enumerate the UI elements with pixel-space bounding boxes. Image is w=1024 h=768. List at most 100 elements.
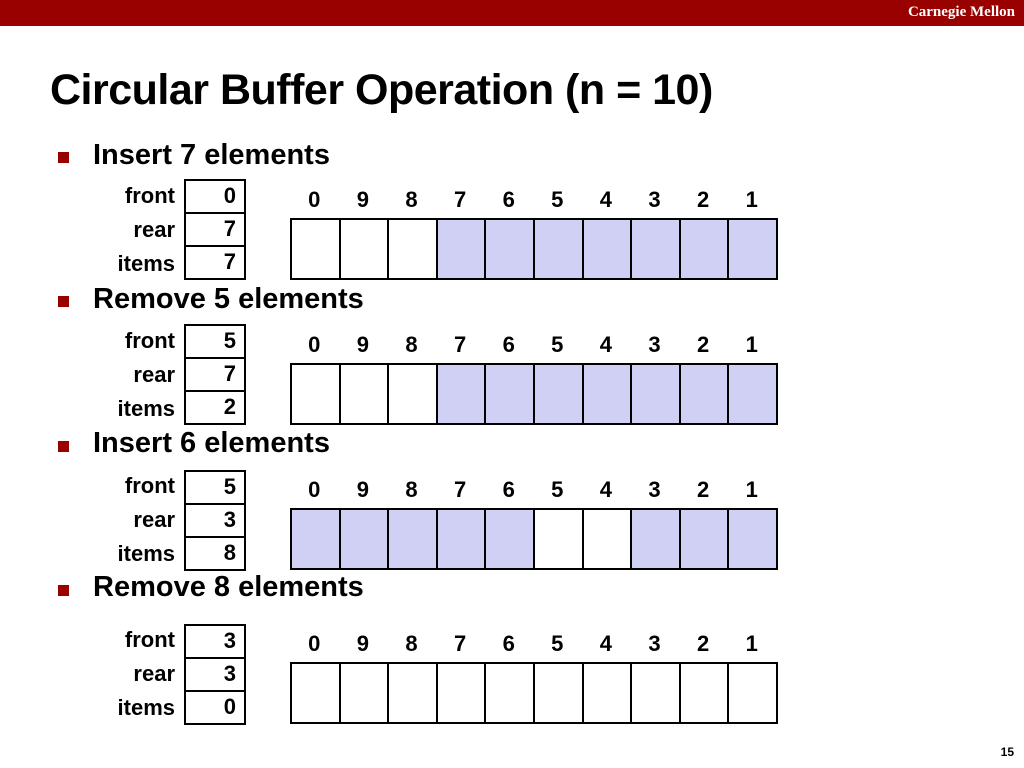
buffer-cell: [632, 664, 681, 722]
buffer-cell: [486, 220, 535, 278]
index-label: 5: [551, 332, 564, 357]
items-value: 7: [223, 249, 236, 274]
index-label: 6: [502, 187, 515, 212]
buffer-cell: [583, 365, 633, 423]
index-label: 1: [745, 332, 758, 357]
step-heading: Remove 5 elements: [93, 283, 364, 315]
front-value: 5: [186, 472, 244, 505]
front-label: front: [124, 328, 175, 353]
buffer-cell: [534, 510, 584, 568]
step-heading: Insert 6 elements: [93, 427, 330, 459]
buffer-array: [290, 662, 778, 724]
index-label: 0: [308, 477, 321, 502]
step-section: Insert 6 elements front rear items 5 3 8…: [0, 426, 1024, 571]
index-label: 0: [308, 631, 321, 656]
index-label: 8: [405, 187, 418, 212]
items-value: 8: [223, 540, 236, 565]
buffer-cell: [729, 510, 776, 568]
rear-value: 3: [186, 505, 244, 538]
front-value: 3: [186, 626, 244, 659]
buffer-cell: [292, 664, 341, 722]
index-label: 3: [648, 477, 661, 502]
items-label: items: [117, 695, 175, 720]
index-label: 7: [453, 332, 467, 357]
slide-title: Circular Buffer Operation (n = 10): [50, 66, 713, 114]
buffer-cell: [680, 664, 730, 722]
index-label: 6: [502, 631, 515, 656]
buffer-cell: [486, 510, 535, 568]
items-label: items: [117, 251, 175, 276]
bullet-icon: [58, 296, 69, 307]
index-label: 9: [356, 477, 370, 502]
index-label: 6: [502, 477, 515, 502]
state-box: 3 3 0: [184, 624, 246, 725]
buffer-cell: [292, 220, 341, 278]
front-value: 5: [186, 326, 244, 359]
buffer-cell: [486, 365, 535, 423]
header-bar: Carnegie Mellon: [0, 0, 1024, 26]
buffer-array: [290, 363, 778, 425]
bullet-icon: [58, 152, 69, 163]
rear-label: rear: [133, 217, 175, 242]
index-label: 4: [599, 332, 613, 357]
step-heading: Remove 8 elements: [93, 571, 364, 603]
front-label: front: [124, 627, 175, 652]
index-label: 1: [745, 187, 758, 212]
buffer-cell: [389, 510, 438, 568]
index-label: 9: [356, 332, 370, 357]
buffer-cell: [437, 664, 487, 722]
buffer-cell: [340, 510, 390, 568]
index-row: 0 9 8 7 6 5 4 3 2 1: [290, 186, 780, 216]
buffer-cell: [583, 510, 633, 568]
index-label: 8: [405, 332, 418, 357]
bullet-icon: [58, 441, 69, 452]
index-label: 9: [356, 187, 370, 212]
index-label: 5: [551, 477, 564, 502]
buffer-cell: [534, 365, 584, 423]
buffer-cell: [437, 220, 487, 278]
buffer-cell: [729, 664, 776, 722]
buffer-cell: [680, 510, 730, 568]
buffer-cell: [632, 365, 681, 423]
front-label: front: [124, 473, 175, 498]
rear-value: 7: [186, 359, 244, 392]
rear-label: rear: [133, 507, 175, 532]
bullet-icon: [58, 585, 69, 596]
index-label: 8: [405, 631, 418, 656]
index-label: 8: [405, 477, 418, 502]
buffer-cell: [729, 365, 776, 423]
index-label: 5: [551, 631, 564, 656]
buffer-cell: [583, 664, 633, 722]
index-label: 2: [696, 631, 710, 656]
index-label: 7: [453, 187, 467, 212]
index-label: 2: [696, 187, 710, 212]
index-row: 0 9 8 7 6 5 4 3 2 1: [290, 630, 780, 660]
index-label: 4: [599, 187, 613, 212]
items-value: 2: [223, 394, 236, 419]
buffer-cell: [632, 220, 681, 278]
index-label: 7: [453, 477, 467, 502]
index-row: 0 9 8 7 6 5 4 3 2 1: [290, 331, 780, 361]
index-label: 1: [745, 631, 758, 656]
items-label: items: [117, 396, 175, 421]
index-label: 4: [599, 477, 613, 502]
buffer-cell: [340, 220, 390, 278]
buffer-cell: [389, 365, 438, 423]
buffer-cell: [680, 220, 730, 278]
buffer-cell: [534, 220, 584, 278]
rear-value: 7: [186, 214, 244, 247]
items-label: items: [117, 541, 175, 566]
index-label: 7: [453, 631, 467, 656]
index-label: 3: [648, 631, 661, 656]
state-box: 0 7 7: [184, 179, 246, 280]
rear-label: rear: [133, 362, 175, 387]
index-label: 4: [599, 631, 613, 656]
step-section: Insert 7 elements front rear items 0 7 7…: [0, 138, 1024, 283]
index-label: 3: [648, 332, 661, 357]
rear-value: 3: [186, 659, 244, 692]
buffer-cell: [729, 220, 776, 278]
buffer-cell: [486, 664, 535, 722]
buffer-cell: [292, 365, 341, 423]
brand-label: Carnegie Mellon: [907, 4, 1015, 20]
index-label: 3: [648, 187, 661, 212]
